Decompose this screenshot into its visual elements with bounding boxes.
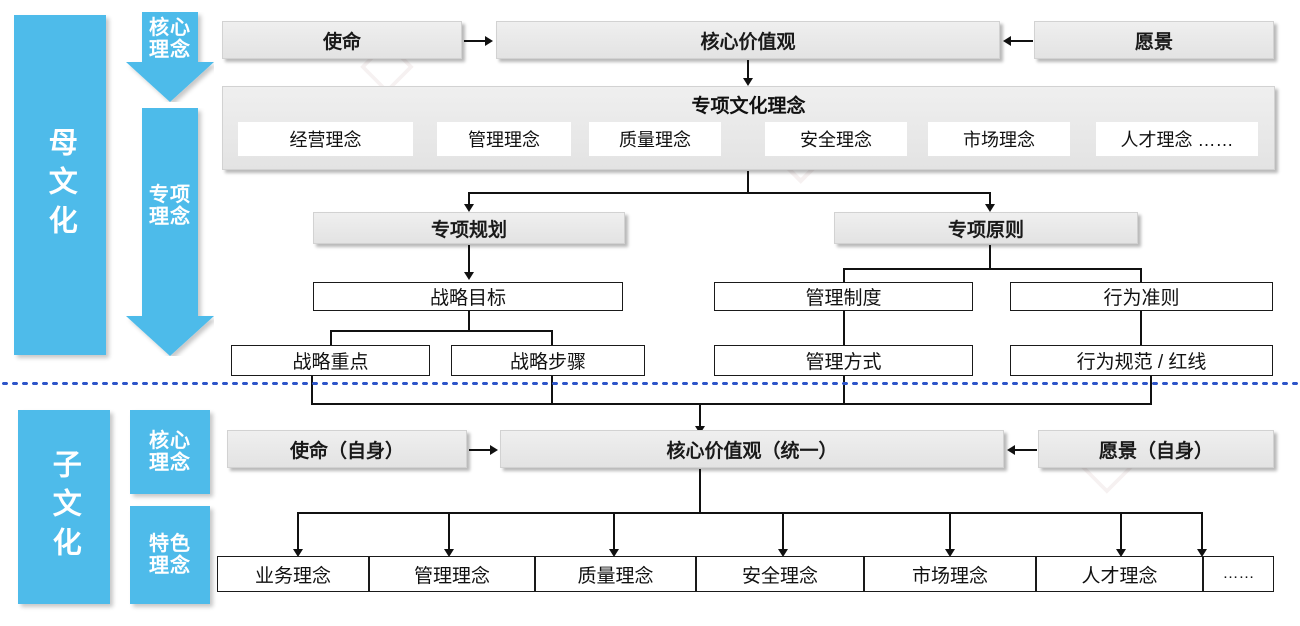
- management-method-box[interactable]: 管理方式: [714, 345, 973, 376]
- arrowhead-sub-item: [778, 549, 788, 557]
- connector-steps-drop: [551, 376, 553, 404]
- strategy-steps-box[interactable]: 战略步骤: [451, 345, 645, 376]
- special-culture-item[interactable]: 市场理念: [928, 122, 1070, 156]
- connector-bus-to-mgmt-system: [843, 268, 845, 282]
- parent-special-concept-arrow-line2: 理念: [149, 206, 191, 228]
- sub-vision-box[interactable]: 愿景（自身）: [1038, 430, 1274, 468]
- parent-vision-box[interactable]: 愿景: [1034, 21, 1274, 59]
- strategy-goal-box[interactable]: 战略目标: [313, 282, 623, 311]
- sub-feature-concept-tag: 特色 理念: [130, 506, 210, 604]
- connector-cross-divider-bus: [311, 403, 1152, 405]
- connector-sub-item-stem: [448, 512, 450, 550]
- special-culture-item[interactable]: 安全理念: [765, 122, 907, 156]
- parent-mission-box[interactable]: 使命: [222, 21, 462, 59]
- special-culture-item[interactable]: 人才理念 ……: [1096, 122, 1258, 156]
- connector-mission-to-core: [464, 40, 486, 42]
- connector-goal-to-focus: [330, 330, 332, 347]
- connector-sub-core-down: [699, 469, 701, 513]
- arrowhead-sub-item: [444, 549, 454, 557]
- management-system-box[interactable]: 管理制度: [714, 282, 973, 311]
- connector-focus-drop: [311, 376, 313, 404]
- connector-bus-to-plan: [468, 192, 470, 205]
- parent-culture-side-label: 母文化: [14, 15, 106, 355]
- connector-bus-to-principle: [989, 192, 991, 205]
- sub-core-concept-tag-line1: 核心: [149, 429, 191, 452]
- arrowhead-sub-item: [293, 549, 303, 557]
- connector-principle-bus: [843, 268, 1141, 270]
- special-culture-panel-title: 专项文化理念: [691, 96, 806, 117]
- connector-bus-to-sub-core: [699, 403, 701, 427]
- connector-panel-bus: [468, 192, 990, 194]
- connector-vision-to-core: [1011, 40, 1033, 42]
- parent-core-values-box[interactable]: 核心价值观: [496, 21, 1000, 59]
- connector-conduct-to-norms: [1140, 311, 1142, 346]
- connector-plan-to-goal: [468, 245, 470, 273]
- section-divider: [0, 381, 1300, 386]
- connector-core-to-panel: [747, 60, 749, 79]
- connector-goal-to-steps: [551, 330, 553, 347]
- arrowhead-vision-to-core: [1003, 35, 1011, 46]
- arrowhead-bus-to-principle: [985, 204, 995, 212]
- arrowhead-sub-mission-to-core: [490, 444, 498, 455]
- connector-norms-drop: [1150, 376, 1152, 404]
- connector-sub-item-stem: [297, 512, 299, 550]
- arrowhead-plan-to-goal: [464, 272, 474, 280]
- connector-mgmt-system-to-method: [843, 311, 845, 346]
- connector-sub-item-stem: [613, 512, 615, 550]
- connector-bus-to-code-of-conduct: [1140, 268, 1142, 282]
- connector-goal-bus: [330, 330, 552, 332]
- arrowhead-sub-item: [1197, 549, 1207, 557]
- arrowhead-bus-to-plan: [464, 204, 474, 212]
- parent-core-concept-arrow-line1: 核心: [149, 17, 191, 39]
- sub-feature-concept-tag-line2: 理念: [149, 555, 191, 577]
- connector-sub-fanout-bus: [297, 512, 1201, 514]
- connector-sub-mission-to-core: [469, 449, 491, 451]
- sub-culture-side-label: 子文化: [18, 410, 110, 604]
- connector-panel-down: [747, 171, 749, 193]
- special-culture-item[interactable]: 质量理念: [589, 122, 721, 156]
- parent-core-concept-arrow: 核心 理念: [126, 12, 214, 102]
- special-culture-item[interactable]: 管理理念: [437, 122, 571, 156]
- sub-core-values-box[interactable]: 核心价值观（统一）: [500, 430, 1004, 468]
- arrowhead-sub-item: [1116, 549, 1126, 557]
- arrowhead-sub-vision-to-core: [1007, 444, 1015, 455]
- special-culture-item[interactable]: 经营理念: [238, 122, 413, 156]
- connector-goal-down: [468, 311, 470, 331]
- sub-core-concept-tag-line2: 理念: [149, 452, 191, 474]
- parent-special-concept-arrow-line1: 专项: [149, 184, 191, 206]
- parent-core-concept-arrow-line2: 理念: [149, 39, 191, 61]
- connector-sub-vision-to-core: [1015, 449, 1037, 451]
- connector-principle-down: [989, 245, 991, 269]
- sub-item-box[interactable]: 人才理念: [1036, 556, 1203, 592]
- parent-special-concept-arrow: 专项 理念: [126, 108, 214, 356]
- arrowhead-sub-item: [609, 549, 619, 557]
- connector-sub-item-stem: [782, 512, 784, 550]
- connector-method-drop: [843, 376, 845, 404]
- sub-item-box[interactable]: ……: [1203, 556, 1274, 592]
- sub-item-box[interactable]: 管理理念: [369, 556, 535, 592]
- strategy-focus-box[interactable]: 战略重点: [231, 345, 430, 376]
- arrowhead-sub-item: [945, 549, 955, 557]
- sub-item-box[interactable]: 安全理念: [696, 556, 864, 592]
- connector-sub-item-stem: [1120, 512, 1122, 550]
- special-plan-head-box[interactable]: 专项规划: [313, 212, 625, 244]
- connector-sub-item-stem: [1201, 512, 1203, 550]
- sub-core-concept-tag: 核心 理念: [130, 410, 210, 494]
- behavior-norms-box[interactable]: 行为规范 / 红线: [1010, 345, 1273, 376]
- arrowhead-mission-to-core: [485, 35, 493, 46]
- special-principle-head-box[interactable]: 专项原则: [834, 212, 1138, 244]
- arrowhead-core-to-panel: [743, 78, 753, 86]
- sub-item-box[interactable]: 市场理念: [864, 556, 1036, 592]
- connector-sub-item-stem: [949, 512, 951, 550]
- sub-feature-concept-tag-line1: 特色: [149, 532, 191, 555]
- code-of-conduct-box[interactable]: 行为准则: [1010, 282, 1273, 311]
- sub-mission-box[interactable]: 使命（自身）: [227, 430, 467, 468]
- sub-item-box[interactable]: 业务理念: [217, 556, 369, 592]
- sub-item-box[interactable]: 质量理念: [535, 556, 696, 592]
